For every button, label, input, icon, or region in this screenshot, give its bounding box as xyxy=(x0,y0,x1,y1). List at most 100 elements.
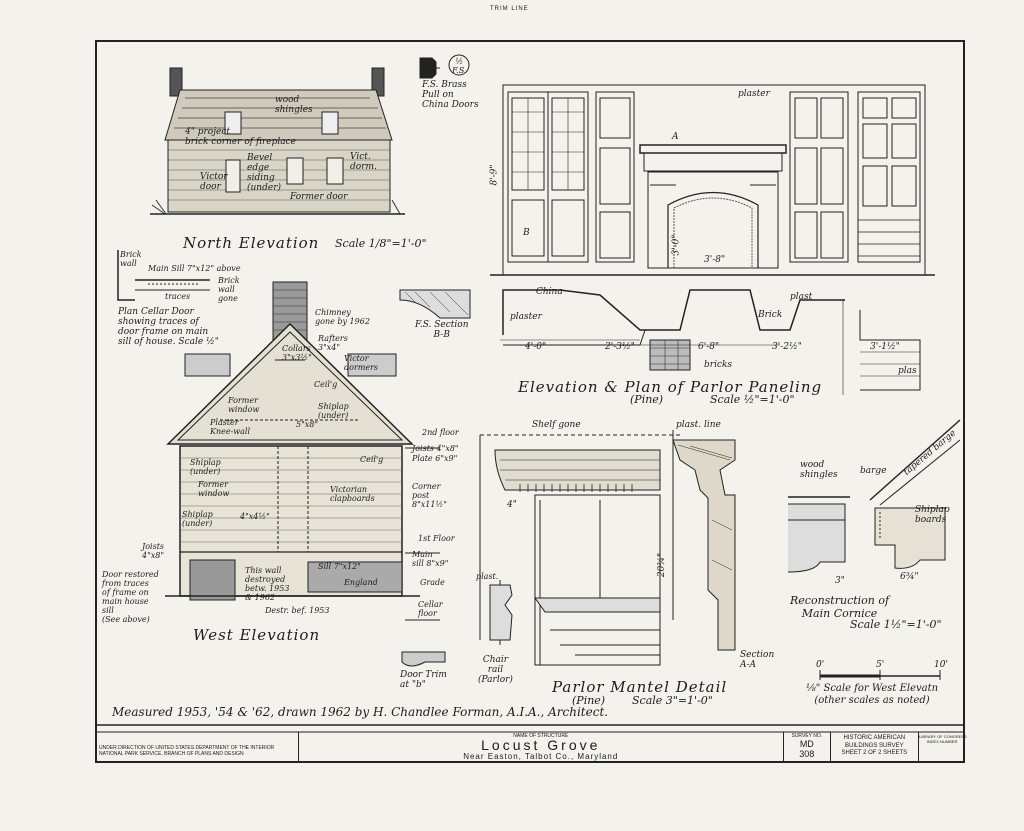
west-elevation-title: West Elevation xyxy=(193,626,321,644)
note-victor-door: Victor door xyxy=(200,172,228,192)
note-destroyed-before: Destr. bef. 1953 xyxy=(265,606,330,615)
sheet-border xyxy=(95,40,965,763)
title-block-name-cell: NAME OF STRUCTURE Locust Grove Near East… xyxy=(297,732,783,763)
brass-pull-drawing xyxy=(419,54,470,79)
mantel-dim-side: 4" xyxy=(507,500,517,510)
parlor-paneling-drawing xyxy=(490,84,935,276)
title-block-survey-state: MD xyxy=(799,739,814,749)
scale-tick-10: 10' xyxy=(934,660,948,670)
west-elevation-drawing xyxy=(165,281,440,621)
note-wall-destroyed: This wall destroyed betw. 1953 & 1962 xyxy=(245,566,290,602)
cornice-scale: Scale 1½"=1'-0" xyxy=(850,618,942,631)
mantel-shelf-gone: Shelf gone xyxy=(532,420,581,430)
dim-opening-height: 3'-0" xyxy=(671,234,682,256)
north-elevation-scale: Scale 1/8"=1'-0" xyxy=(335,237,427,250)
cellar-door-plan-drawing xyxy=(117,250,210,301)
plan-dim-1: 4'-0" xyxy=(525,342,547,352)
note-vict-dorm: Vict. dorm. xyxy=(350,152,377,172)
note-joists-2: Joists 4"x8" xyxy=(412,444,459,453)
note-shiplap-under: Shiplap (under) xyxy=(318,402,349,420)
door-trim-drawing xyxy=(401,651,446,667)
note-former-door: Former door xyxy=(290,192,348,202)
note-corner-post: Corner post 8"x11½" xyxy=(412,482,447,509)
paneling-scale: Scale ½"=1'-0" xyxy=(710,393,795,406)
cornice-title: Reconstruction of Main Cornice xyxy=(790,594,890,620)
note-former-window: Former window xyxy=(228,396,260,414)
note-shiplap-under-3: Shiplap (under) xyxy=(182,510,213,528)
cornice-barge: barge xyxy=(860,466,887,476)
mantel-section-aa: Section A-A xyxy=(740,650,775,670)
fs-section-title: F.S. Section B-B xyxy=(415,320,469,340)
brass-pull-scale-badge: ½ F.S. xyxy=(452,57,467,75)
chair-rail-drawing xyxy=(489,580,513,645)
cellar-brick-wall: Brick wall xyxy=(120,250,142,268)
title-block: UNDER DIRECTION OF UNITED STATES DEPARTM… xyxy=(95,732,967,763)
plan-plaster: plaster xyxy=(510,312,542,322)
note-second-floor: 2nd floor xyxy=(422,428,459,437)
note-wood-shingles: wood shingles xyxy=(275,95,313,115)
title-block-location: Near Easton, Talbot Co., Maryland xyxy=(463,752,619,761)
section-marker-a: A xyxy=(672,132,679,142)
title-block-survey-cell: SURVEY NO. MD 308 xyxy=(782,732,830,763)
mantel-plast-line: plast. line xyxy=(676,420,721,430)
plan-dim-5: 3'-1½" xyxy=(870,342,900,352)
note-rafters: Rafters 3"x4" xyxy=(318,334,348,352)
cornice-dim-b: 6¾" xyxy=(900,572,919,582)
title-block-habs-cell: HISTORIC AMERICAN BUILDINGS SURVEY SHEET… xyxy=(829,732,918,763)
note-shiplap-under-2: Shiplap (under) xyxy=(190,458,221,476)
chair-rail-label: Chair rail (Parlor) xyxy=(478,655,513,685)
section-marker-b: B xyxy=(523,228,530,238)
title-block-survey-label: SURVEY NO. xyxy=(791,733,823,739)
note-sill-dim: Sill 7"x12" xyxy=(318,562,361,571)
north-elevation-title: North Elevation xyxy=(183,234,320,252)
mantel-detail-scale: Scale 3"=1'-0" xyxy=(632,694,713,707)
plan-plas: plas xyxy=(898,366,917,376)
note-plaster-top: plaster xyxy=(738,89,770,99)
note-collars: Collars 3"x3½" xyxy=(282,344,312,362)
note-post-dim: 5"x8" xyxy=(296,420,319,429)
mantel-dim-height: 20¾" xyxy=(657,552,668,578)
cellar-brick-wall-gone: Brick wall gone xyxy=(218,276,240,303)
note-ceil-2: Ceil'g xyxy=(360,455,384,464)
note-chimney: Chimney gone by 1962 xyxy=(315,308,370,326)
note-plaster-knee-wall: Plaster Knee-wall xyxy=(210,418,251,436)
title-block-direction: UNDER DIRECTION OF UNITED STATES DEPARTM… xyxy=(99,745,275,757)
title-block-library: LIBRARY OF CONGRESS INDEX NUMBER xyxy=(919,734,967,744)
mantel-detail-title: Parlor Mantel Detail xyxy=(552,678,728,696)
scale-bar-label: ⅛" Scale for West Elevatn (other scales … xyxy=(806,683,939,706)
door-trim-label: Door Trim at "b" xyxy=(400,670,447,690)
note-main-sill: Main sill 8"x9" xyxy=(412,550,449,568)
plan-dim-3: 6'-8" xyxy=(698,342,720,352)
scale-bar-drawing xyxy=(819,670,941,680)
cornice-shiplap-boards: Shiplap boards xyxy=(915,505,950,525)
paneling-title: Elevation & Plan of Parlor Paneling xyxy=(518,378,823,396)
credits-measured: Measured 1953, '54 & '62, drawn 1962 by … xyxy=(112,705,609,719)
cornice-wood-shingles: wood shingles xyxy=(800,460,838,480)
plan-plast: plast xyxy=(790,292,813,302)
note-victorian-clapboards: Victorian clapboards xyxy=(330,485,375,503)
plan-brick: Brick xyxy=(758,310,783,320)
note-england: England xyxy=(344,578,378,587)
mantel-detail-drawing xyxy=(479,430,736,666)
note-grade: Grade xyxy=(420,578,445,587)
north-elevation-drawing xyxy=(150,67,405,215)
plan-bricks: bricks xyxy=(704,360,733,370)
plan-dim-2: 2'-3½" xyxy=(605,342,635,352)
paneling-plan-drawing xyxy=(500,289,921,395)
dim-opening-width: 3'-8" xyxy=(704,255,726,265)
note-bevel-edge-siding: Bevel edge siding (under) xyxy=(247,153,282,193)
cellar-main-sill: Main Sill 7"x12" above xyxy=(148,264,241,273)
title-block-habs: HISTORIC AMERICAN BUILDINGS SURVEY xyxy=(843,735,906,749)
note-door-restored: Door restored from traces of frame on ma… xyxy=(102,570,159,624)
note-former-window-2: Former window xyxy=(198,480,230,498)
note-project-brick: 4" project brick corner of fireplace xyxy=(185,127,296,147)
note-stud-dim: 4"x4½" xyxy=(240,512,270,521)
title-block-name-label: NAME OF STRUCTURE xyxy=(513,733,569,739)
brass-pull-label: F.S. Brass Pull on China Doors xyxy=(422,80,479,110)
note-cellar-floor: Cellar floor xyxy=(418,600,443,618)
chair-rail-plast: plast. xyxy=(476,572,499,581)
mantel-detail-subtitle: (Pine) xyxy=(572,694,606,707)
paneling-subtitle: (Pine) xyxy=(630,393,664,406)
note-joists-1: Joists 4"x8" xyxy=(142,542,165,560)
